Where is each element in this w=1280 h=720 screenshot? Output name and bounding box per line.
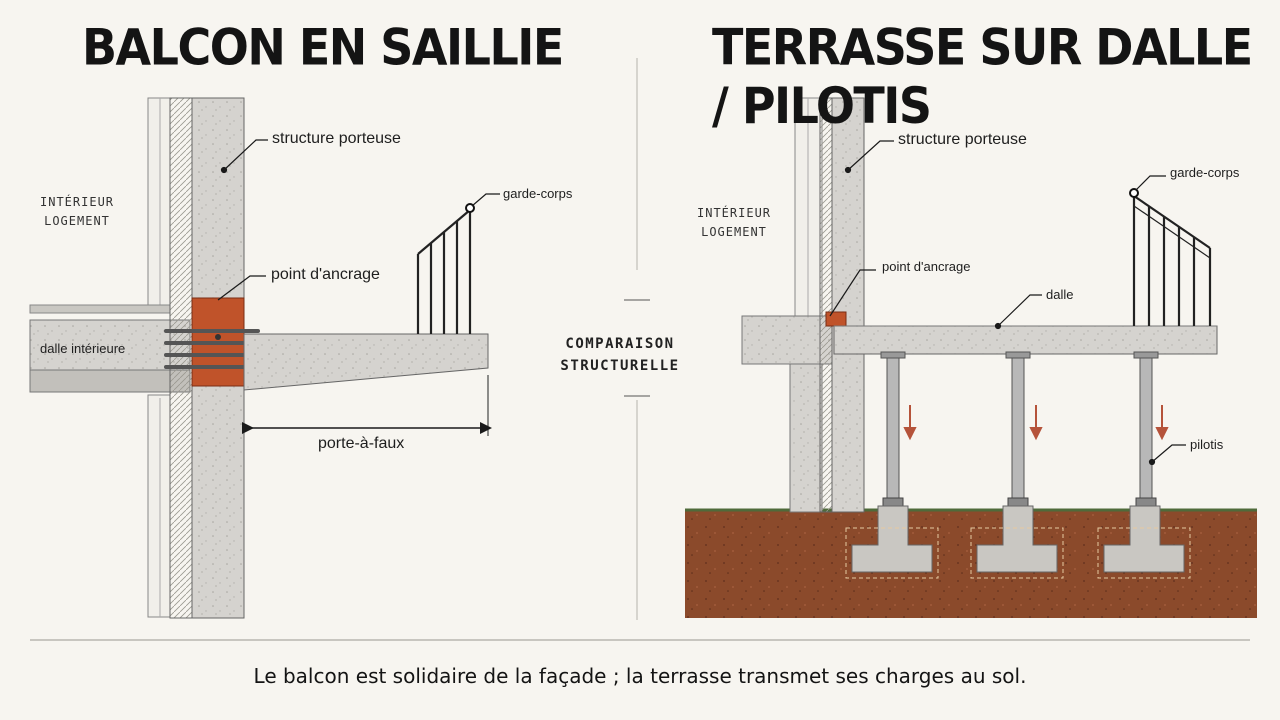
slab-label: dalle [1046,287,1074,302]
footing-outlines [845,527,1191,579]
anchor-point-right [825,311,847,327]
caption: Le balcon est solidaire de la façade ; l… [253,664,1027,688]
left-leaders [217,139,500,301]
rebars [164,329,260,369]
load-arrows [903,405,1169,441]
insulation-layer [169,97,193,619]
deck-slab [833,325,1218,355]
right-section [685,97,1257,618]
right-panel-title: TERRASSE SUR DALLE / PILOTIS [712,18,1253,135]
right-leaders [829,140,1186,466]
inner-slab-right [741,315,835,365]
inner-slab-label: dalle intérieure [40,341,126,356]
left-guardrail-label: garde-corps [503,186,573,201]
left-structure-label: structure porteuse [272,130,401,147]
inner-floor-finish [29,304,171,314]
right-room-label: INTÉRIEUR LOGEMENT [697,206,772,239]
left-panel-title: BALCON EN SAILLIE [82,18,564,77]
window-frame-lower [147,394,171,618]
cantilever-slab [243,333,489,391]
comparison-tag-text: COMPARAISON STRUCTURELLE [560,336,680,374]
right-guardrail-label: garde-corps [1170,165,1240,180]
right-anchor-label: point d'ancrage [882,259,971,274]
piles [880,351,1159,509]
footings [851,505,1185,573]
left-anchor-label: point d'ancrage [271,266,380,283]
insulation-right [819,97,833,513]
guardrail-right [1132,195,1212,326]
window-frame-upper [147,97,171,309]
guardrail-left [416,209,472,334]
comparison-tag: COMPARAISON STRUCTURELLE [560,333,680,377]
left-room-label: INTÉRIEUR LOGEMENT [40,195,115,228]
left-section [29,97,500,619]
piles-label: pilotis [1190,437,1224,452]
overhang-label: porte-à-faux [318,435,405,452]
right-structure-label: structure porteuse [898,131,1027,148]
